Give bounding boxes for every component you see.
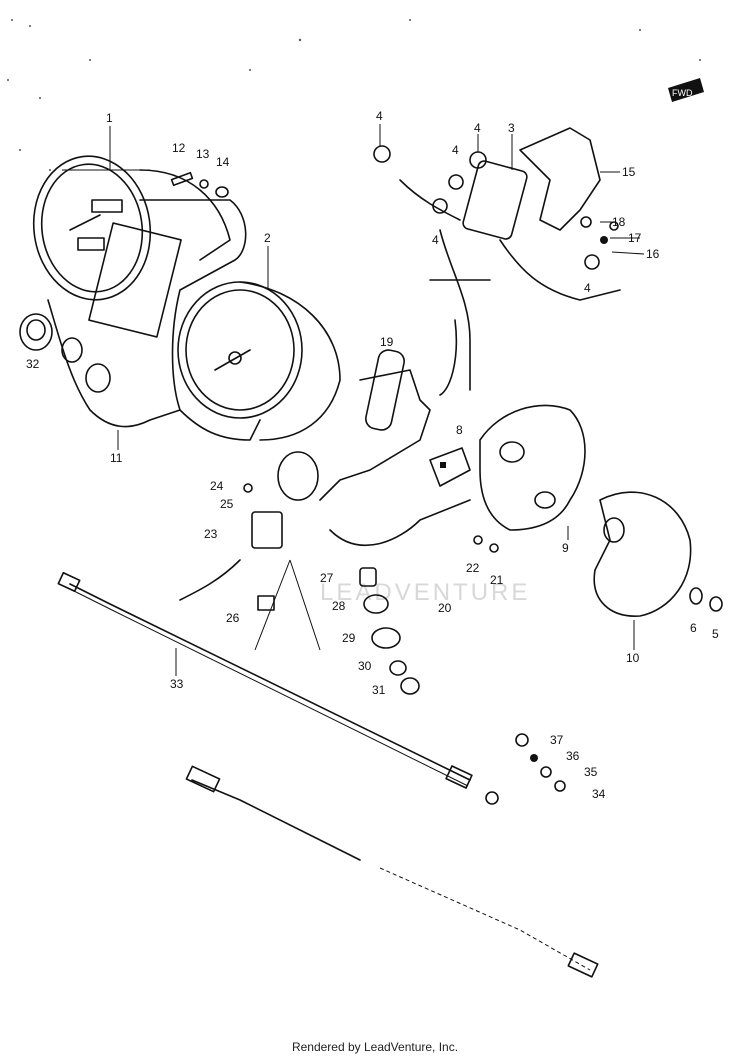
label-6: 6 [690, 621, 697, 635]
label-8: 8 [456, 423, 463, 437]
meter-cover [479, 404, 586, 531]
label-17: 17 [628, 231, 642, 245]
label-11: 11 [110, 451, 123, 465]
label-10: 10 [626, 651, 640, 665]
grommet-stack [359, 567, 420, 695]
label-4a: 4 [376, 109, 383, 123]
footer-credit: Rendered by LeadVenture, Inc. [291, 1040, 459, 1054]
label-4c: 4 [452, 143, 459, 157]
label-33: 33 [170, 677, 184, 691]
tachometer [177, 281, 341, 441]
fwd-label: FWD [672, 88, 693, 98]
connector-23 [179, 511, 283, 601]
label-21: 21 [490, 573, 504, 587]
label-4d: 4 [432, 233, 439, 247]
meter-housing [47, 199, 261, 441]
label-36: 36 [566, 749, 580, 763]
label-22: 22 [466, 561, 480, 575]
label-19: 19 [380, 335, 394, 349]
callout-labels: 1 2 3 4 4 4 4 4 5 6 8 9 10 11 12 13 14 1… [26, 109, 719, 801]
label-29: 29 [342, 631, 356, 645]
label-35: 35 [584, 765, 598, 779]
label-32: 32 [26, 357, 40, 371]
label-37: 37 [550, 733, 564, 747]
label-26: 26 [226, 611, 240, 625]
label-1: 1 [106, 111, 113, 125]
scan-specks [7, 19, 701, 171]
switch-unit [429, 447, 471, 487]
speedometer [32, 155, 231, 301]
label-16: 16 [646, 247, 660, 261]
label-12: 12 [172, 141, 186, 155]
label-15: 15 [622, 165, 636, 179]
fasteners [170, 171, 723, 805]
upper-bracket [519, 127, 601, 231]
label-24: 24 [210, 479, 224, 493]
label-18: 18 [612, 215, 626, 229]
label-20: 20 [438, 601, 452, 615]
label-30: 30 [358, 659, 372, 673]
fwd-arrow-icon: FWD [668, 78, 704, 102]
mounting-bracket [277, 349, 471, 547]
label-3: 3 [508, 121, 515, 135]
label-31: 31 [372, 683, 386, 697]
label-5: 5 [712, 627, 719, 641]
leader-lines [109, 124, 645, 676]
label-9: 9 [562, 541, 569, 555]
label-27: 27 [320, 571, 334, 585]
speedometer-cable [57, 571, 473, 789]
wiring-harness [373, 145, 621, 396]
watermark: LEADVENTURE [320, 579, 530, 606]
label-4b: 4 [474, 121, 481, 135]
label-25: 25 [220, 497, 234, 511]
label-23: 23 [204, 527, 218, 541]
indicator-lamp [19, 313, 53, 351]
tachometer-cable [185, 765, 599, 978]
label-13: 13 [196, 147, 210, 161]
label-2: 2 [264, 231, 271, 245]
meter-lid [593, 491, 692, 617]
label-4e: 4 [584, 281, 591, 295]
label-34: 34 [592, 787, 606, 801]
label-28: 28 [332, 599, 346, 613]
label-14: 14 [216, 155, 230, 169]
